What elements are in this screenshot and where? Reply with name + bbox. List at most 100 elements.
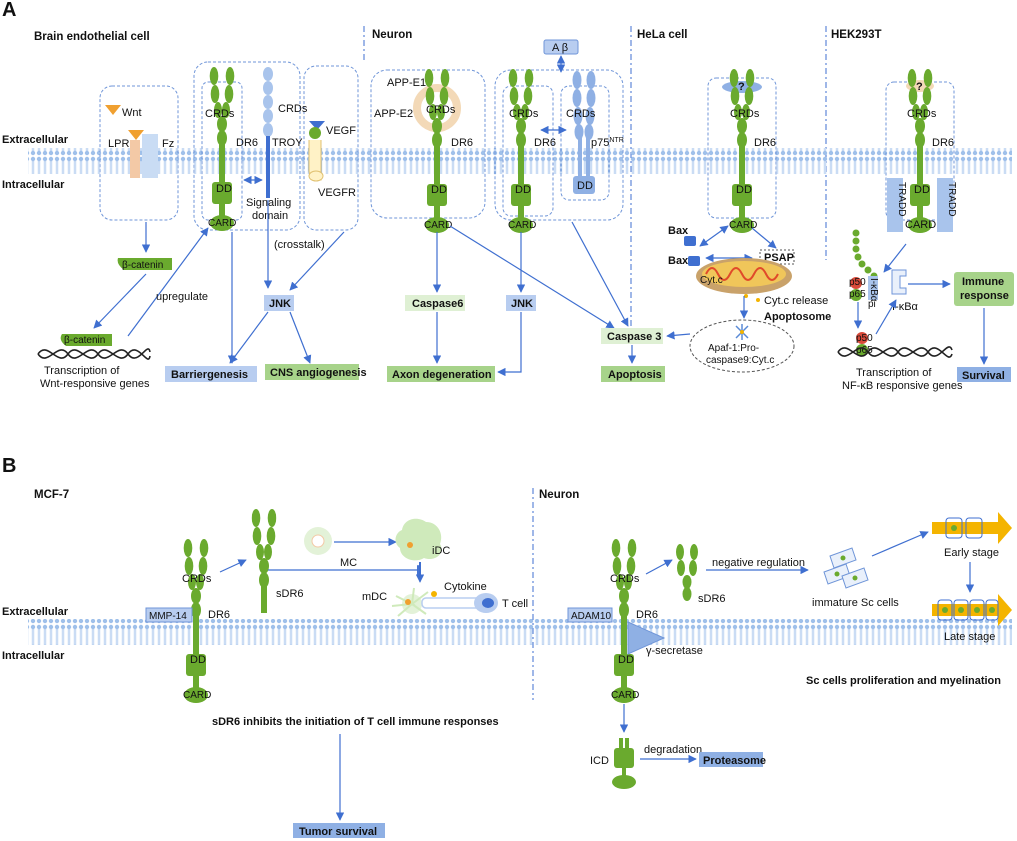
p65-nuclear-label: p65 — [856, 345, 873, 356]
intracellular-label-a: Intracellular — [2, 179, 65, 191]
trans-wnt-1: Transcription of — [44, 365, 120, 377]
adam10-label: ADAM10 — [571, 611, 611, 622]
arrow-tradd-nfkb — [883, 243, 907, 273]
dd-hela: DD — [736, 184, 752, 196]
card-mcf7: CARD — [183, 690, 211, 701]
arrow-dr6-sdr6 — [219, 559, 247, 573]
jnk-box-brain — [264, 295, 294, 311]
crds-brain: CRDs — [205, 108, 235, 120]
crds-troy: CRDs — [278, 103, 308, 115]
header-brain-endothelial: Brain endothelial cell — [34, 31, 150, 43]
proteasome-box — [699, 752, 763, 767]
immune-label-2: response — [960, 290, 1009, 302]
dd-neuron: DD — [431, 184, 447, 196]
header-neuron-a: Neuron — [372, 29, 412, 41]
crds-neuron: CRDs — [426, 104, 456, 116]
arrow-jnk-axon — [497, 312, 522, 377]
arrow-jnk-barrier — [229, 311, 269, 364]
icd-fragment — [612, 738, 636, 789]
header-hek293t: HEK293T — [831, 29, 882, 41]
negreg-label: negative regulation — [712, 557, 805, 569]
idc-cell — [395, 518, 442, 561]
apoptosome-label: Apoptosome — [764, 311, 831, 323]
card-neuron: CARD — [424, 220, 452, 231]
barriergenesis-label: Barriergenesis — [171, 369, 248, 381]
adam10-box — [567, 607, 613, 623]
cns-angiogenesis-box — [265, 364, 359, 380]
bcat2-label: β-catenin — [64, 335, 105, 346]
immune-response-box — [954, 272, 1014, 306]
dr6-neuron: DR6 — [451, 137, 473, 149]
dr6-p75-label: DR6 — [534, 137, 556, 149]
axon-degeneration-box — [387, 366, 495, 382]
caspase3-box — [601, 328, 663, 344]
bax-label-2: Bax — [668, 255, 689, 267]
caspase6-label: Caspase6 — [412, 298, 463, 310]
nfkb-signalling-chain — [852, 229, 878, 280]
prolif-label: Sc cells proliferation and myelination — [806, 675, 1001, 687]
mmp14-label: MMP-14 — [149, 611, 187, 622]
psap-label: PSAP — [764, 252, 794, 264]
vegf-ligand — [309, 127, 321, 139]
late-stage-label: Late stage — [944, 631, 995, 643]
arrow-apoptosome-casp3 — [666, 331, 691, 340]
sdr6-neuron-label: sDR6 — [698, 593, 726, 605]
icd-label: ICD — [590, 755, 609, 767]
mdc-label: mDC — [362, 591, 387, 603]
idc-label: iDC — [432, 545, 450, 557]
p75-receptor — [572, 71, 596, 194]
apoptosome-circle — [689, 319, 795, 373]
jnk-label-brain: JNK — [269, 298, 291, 310]
sdr6-mcf7-label: sDR6 — [276, 588, 304, 600]
mmp14-box — [145, 607, 193, 623]
card-p75-dr6: CARD — [508, 220, 536, 231]
trans-nf-2: NF-κB responsive genes — [842, 380, 963, 392]
mitochondrion-icon — [696, 258, 792, 294]
hela-question: ? — [738, 81, 745, 93]
ikb-vertical-label: I-κBα — [868, 278, 879, 302]
p50-nuclear-label: p50 — [856, 333, 873, 344]
troy-receptor — [263, 67, 273, 198]
tradd-left-label: TRADD — [896, 182, 907, 216]
apaf1-label: Apaf-1:Pro- — [708, 343, 759, 354]
tradd-right — [937, 178, 953, 232]
lpr-receptor — [130, 140, 140, 178]
fz-label: Fz — [162, 138, 174, 150]
arrow-p75-casp3 — [571, 221, 629, 327]
tumor-survival-label: Tumor survival — [299, 826, 377, 838]
bax-icon-1 — [684, 236, 696, 246]
vegf-icon — [309, 121, 325, 130]
app-e2-label: APP-E2 — [374, 108, 413, 120]
bcat-shape — [117, 258, 172, 270]
wnt-ligand-icon — [105, 105, 121, 115]
arrow-vegfr-jnk — [289, 231, 345, 291]
arrow-jnk-cns — [289, 311, 312, 364]
cytc-release-label: Cyt.c release — [764, 295, 828, 307]
mdc-cell — [391, 587, 429, 617]
dr6-hela: DR6 — [754, 137, 776, 149]
dr6-mcf7: DR6 — [208, 609, 230, 621]
card-hela: CARD — [729, 220, 757, 231]
arrow-bcat-nucleus — [93, 273, 147, 329]
header-hela: HeLa cell — [637, 29, 688, 41]
pi-label: pi — [868, 299, 876, 310]
dd-p75: DD — [577, 180, 593, 192]
p65-label: p65 — [849, 289, 866, 300]
dd-neuron-b: DD — [618, 654, 634, 666]
dd-brain: DD — [216, 183, 232, 195]
abeta-label: A β — [552, 42, 568, 54]
cns-angiogenesis-label: CNS angiogenesis — [270, 367, 367, 379]
gamma-label: γ-secretase — [646, 645, 703, 657]
barriergenesis-box — [165, 366, 257, 382]
jnk-label-neuron: JNK — [511, 298, 533, 310]
crds-p75-dr6: CRDs — [509, 108, 539, 120]
cytokine-label: Cytokine — [444, 581, 487, 593]
trans-nf-1: Transcription of — [856, 367, 932, 379]
extracellular-label-a: Extracellular — [2, 134, 69, 146]
dr6-hek: DR6 — [932, 137, 954, 149]
crosstalk-label: (crosstalk) — [274, 239, 325, 251]
upregulate-label: upregulate — [156, 291, 208, 303]
hek-question: ? — [916, 81, 923, 93]
p75-label: p75NTR — [591, 137, 624, 149]
